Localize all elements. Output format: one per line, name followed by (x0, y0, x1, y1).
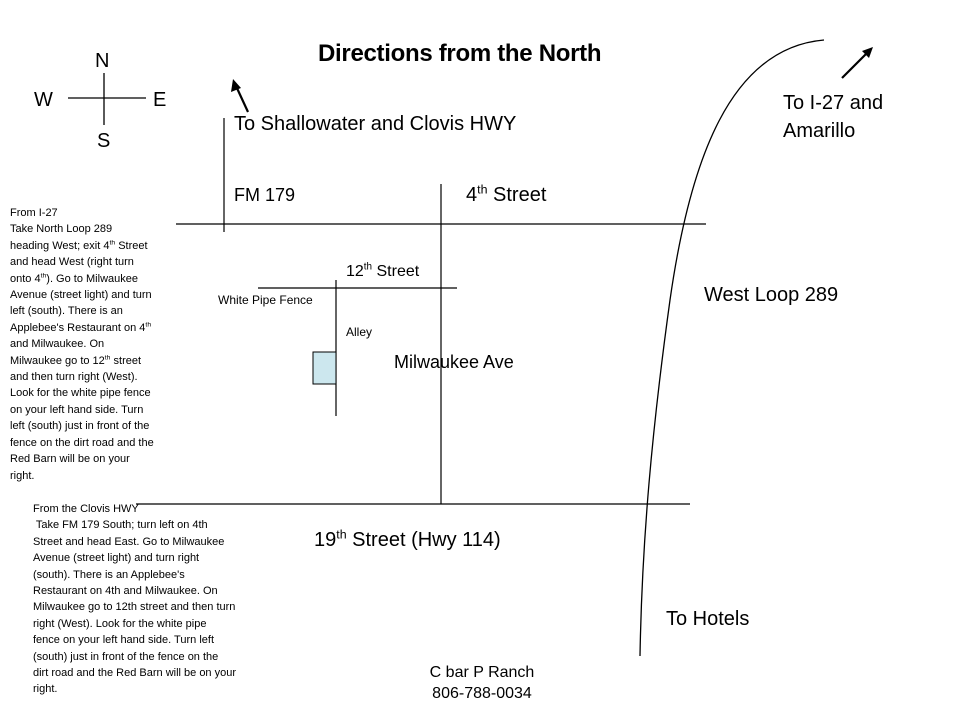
label-west-loop-289: West Loop 289 (704, 284, 839, 306)
label-12th-street: 12th Street (346, 261, 420, 280)
arrow-to-i27-head (862, 47, 873, 58)
page-title: Directions from the North (318, 40, 602, 67)
footer: C bar P Ranch 806-788-0034 (418, 662, 546, 704)
arrow-to-shallowater-head (231, 79, 241, 92)
label-alley: Alley (346, 325, 373, 339)
label-to-shallowater: To Shallowater and Clovis HWY (234, 113, 517, 135)
directions-from-clovis: From the Clovis HWY Take FM 179 South; t… (33, 503, 237, 696)
compass-east: E (153, 89, 167, 111)
label-to-hotels: To Hotels (666, 608, 750, 630)
label-fm179: FM 179 (234, 185, 296, 205)
label-4th-street: 4th Street (466, 182, 547, 206)
label-to-i27-line2: Amarillo (783, 120, 856, 142)
compass-north: N (95, 50, 110, 72)
compass-west: W (34, 89, 53, 111)
directions-from-i27: From I-27 Take North Loop 289 heading We… (10, 207, 154, 482)
label-white-pipe-fence: White Pipe Fence (218, 293, 313, 307)
arrow-to-i27 (841, 52, 868, 79)
label-to-i27-line1: To I-27 and (783, 92, 884, 114)
white-pipe-fence-box (312, 351, 337, 385)
footer-ranch-name: C bar P Ranch (429, 664, 535, 681)
arrow-to-shallowater (235, 85, 249, 113)
label-19th-street: 19th Street (Hwy 114) (314, 527, 501, 551)
footer-phone: 806-788-0034 (432, 685, 532, 702)
road-west-loop-289 (639, 39, 825, 657)
compass-south: S (97, 130, 111, 152)
label-milwaukee-ave: Milwaukee Ave (394, 352, 514, 372)
